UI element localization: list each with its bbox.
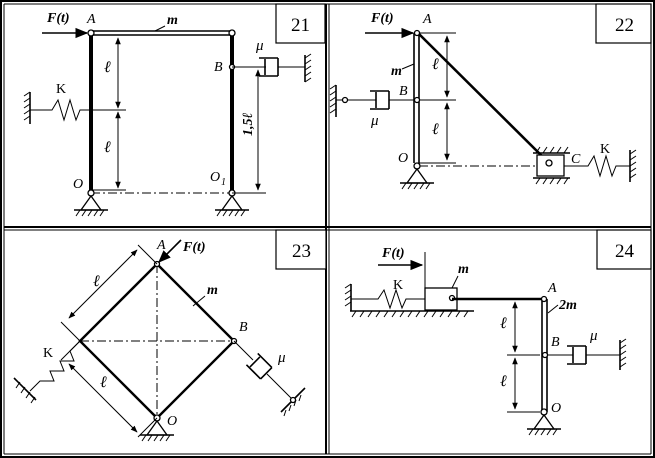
dimension-l-lower: ℓ [104, 139, 111, 156]
pin-support-O1 [215, 194, 249, 217]
slider-C [533, 146, 570, 185]
force-label: F(t) [46, 11, 70, 26]
dimension-1-5l: 1,5ℓ [241, 113, 256, 137]
force-label: F(t) [370, 11, 394, 26]
panel-number: 23 [292, 241, 311, 262]
panel-number-box [596, 229, 652, 270]
mass-block-label: m [458, 262, 469, 277]
panel-24: 24 F(t) m K A 2m [344, 229, 652, 436]
point-O-label: O [167, 414, 177, 429]
point-B-label: B [551, 335, 560, 350]
damper-mu [232, 53, 312, 83]
point-B-label: B [214, 60, 223, 75]
point-O-label: O [73, 177, 83, 192]
damper-mu [233, 340, 306, 417]
point-O1-subscript: 1 [221, 177, 226, 188]
force-label: F(t) [381, 246, 405, 261]
pin-support-O [74, 194, 108, 217]
spring-label: K [43, 346, 53, 361]
panel-23: 23 F(t) A B O m ℓ ℓ [13, 229, 327, 442]
point-B-label: B [399, 84, 408, 99]
pin-support-O [140, 414, 174, 442]
panel-number: 24 [615, 241, 635, 262]
point-O-label: O [398, 151, 408, 166]
mass-bar-label: 2m [558, 298, 577, 313]
point-A-label: A [547, 281, 557, 296]
spring-K [344, 283, 425, 311]
dimension-l-upper: ℓ [432, 56, 439, 73]
point-A-label: A [156, 238, 166, 253]
damper-mu [547, 338, 627, 370]
mass-label: m [207, 283, 218, 298]
point-C-label: C [571, 152, 581, 167]
spring-label: K [393, 278, 403, 293]
spring-label: K [600, 142, 610, 157]
dimension-l-lower: ℓ [500, 373, 507, 390]
spring-label: K [56, 82, 66, 97]
pin-support-O [400, 162, 434, 190]
dimension-l-upper: ℓ [104, 59, 111, 76]
panel-number: 22 [615, 15, 634, 36]
dimension-l-upper: ℓ [93, 273, 100, 290]
point-O-label: O [551, 401, 561, 416]
mass-label: m [391, 64, 402, 79]
panel-number-box [275, 3, 326, 44]
panel-22: 22 [329, 3, 652, 190]
damper-label: μ [370, 113, 379, 129]
point-A-label: A [86, 12, 96, 27]
force-label: F(t) [182, 240, 206, 255]
pin-support-O [527, 408, 561, 436]
dimension-l-lower: ℓ [100, 374, 107, 391]
point-B-label: B [239, 320, 248, 335]
force-arrow [158, 239, 182, 263]
point-O1-label: O [210, 170, 220, 185]
point-A-label: A [422, 12, 432, 27]
spring-K [564, 149, 637, 182]
dimension-l-upper: ℓ [500, 315, 507, 332]
spring-K [23, 91, 91, 124]
damper-label: μ [277, 350, 286, 366]
damper-label: μ [589, 328, 598, 344]
dimension-l-lower: ℓ [432, 121, 439, 138]
damper-mu [329, 84, 417, 117]
mass-label: m [167, 13, 178, 28]
diagonal-bar [417, 32, 550, 164]
panel-number: 21 [291, 15, 310, 36]
panel-21: 21 F(t) A m [23, 3, 326, 217]
damper-label: μ [255, 38, 264, 54]
spring-K [13, 340, 81, 404]
panel-number-box [275, 229, 327, 270]
panel-number-box [595, 3, 652, 44]
